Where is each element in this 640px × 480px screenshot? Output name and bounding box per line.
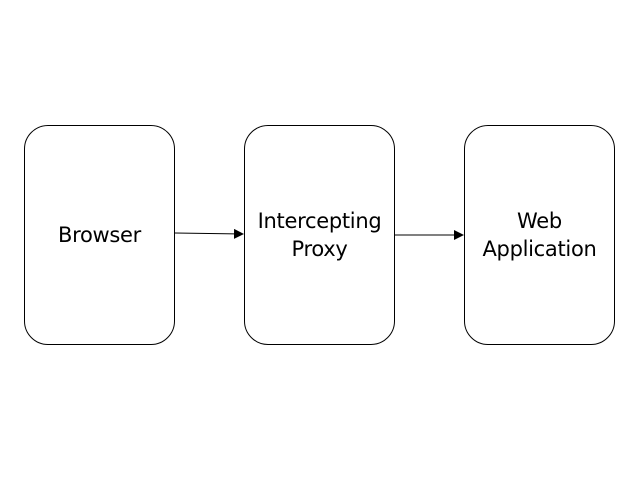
proxy-label-line-2: Proxy [291, 237, 348, 261]
intercepting-proxy-label: Intercepting Proxy [258, 207, 382, 263]
browser-label-line: Browser [58, 223, 141, 247]
webapp-label-line-1: Web [517, 209, 562, 233]
web-application-node: Web Application [464, 125, 615, 345]
proxy-label-line-1: Intercepting [257, 209, 382, 233]
arrow-browser-to-proxy [174, 228, 244, 239]
browser-node: Browser [24, 125, 175, 345]
web-application-label: Web Application [482, 207, 596, 263]
browser-label: Browser [58, 221, 141, 249]
intercepting-proxy-node: Intercepting Proxy [244, 125, 395, 345]
webapp-label-line-2: Application [482, 237, 597, 261]
